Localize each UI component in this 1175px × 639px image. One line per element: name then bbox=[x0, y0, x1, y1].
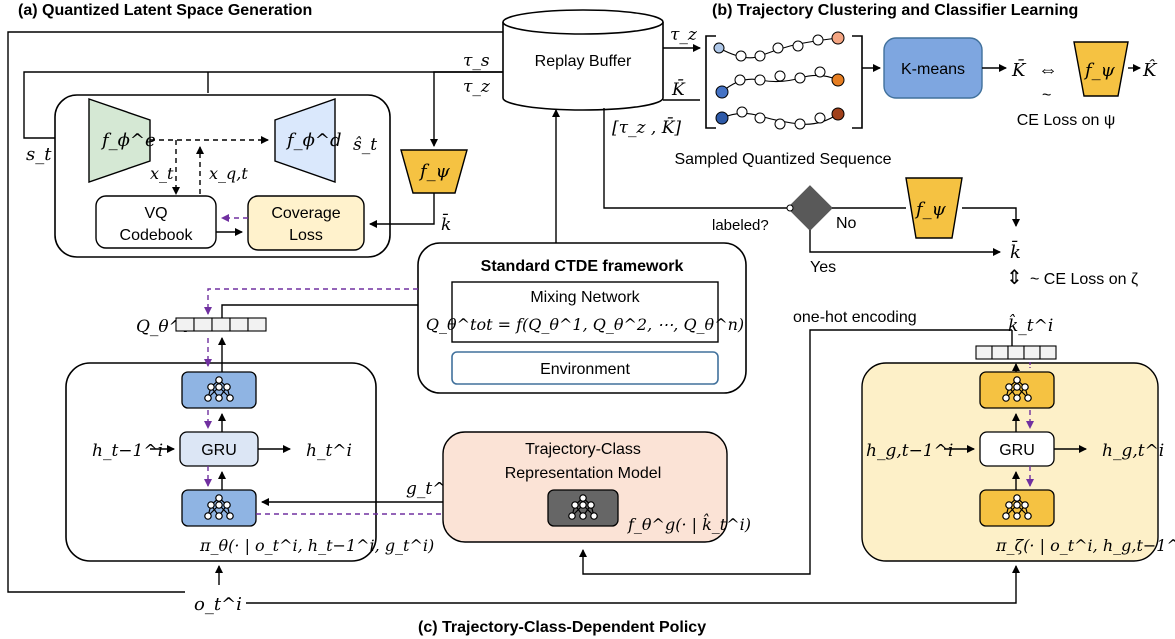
vq-codebook-line2: Codebook bbox=[120, 227, 194, 244]
labeled-decision bbox=[787, 185, 833, 231]
classifier-psi-c bbox=[905, 177, 963, 239]
replay-buffer: Replay Buffer bbox=[502, 9, 664, 111]
mixing-grad-arrow bbox=[204, 288, 418, 315]
equiv-arrow: ⇔ bbox=[1038, 59, 1058, 81]
k-bar-a-label: k̄ bbox=[441, 212, 451, 235]
psi-to-kbar-arrow bbox=[962, 207, 1020, 227]
trajectory-class-box bbox=[442, 431, 728, 543]
title-c: (c) Trajectory-Class-Dependent Policy bbox=[418, 619, 706, 636]
one-hot-label: one-hot encoding bbox=[793, 309, 917, 326]
mixing-formula: Q_θ^tot = f(Q_θ^1, Q_θ^2, ⋯, Q_θ^n) bbox=[426, 315, 744, 334]
decoder-label: f_ϕ^d bbox=[285, 130, 342, 151]
q-vector bbox=[175, 317, 267, 332]
K-bar-label: K̄ bbox=[1011, 58, 1027, 81]
k-hat-vector bbox=[975, 345, 1057, 360]
gru-theta-label: GRU bbox=[201, 442, 237, 459]
hg-t-label: h_g,t^i bbox=[1102, 441, 1164, 461]
psi-to-coverage-arrow bbox=[369, 193, 435, 228]
K-hat-label: K̂ bbox=[1142, 59, 1158, 81]
ce-loss-psi-label: CE Loss on ψ bbox=[1017, 112, 1116, 129]
title-a: (a) Quantized Latent Space Generation bbox=[18, 2, 312, 19]
tau-z-label: τ_z bbox=[463, 77, 491, 97]
tau-s-label: τ_s bbox=[463, 51, 490, 71]
classifier-psi-b bbox=[1073, 41, 1129, 97]
o-to-zeta-arrow bbox=[246, 565, 1020, 604]
f-psi-c-label: f_ψ bbox=[914, 199, 947, 220]
pi-theta-label: π_θ(· | o_t^i, h_t−1^i, g_t^i) bbox=[199, 536, 434, 555]
vq-dashed-arrows bbox=[150, 136, 269, 195]
Q-label: Q_θ^i bbox=[136, 317, 188, 337]
ce-loss-zeta-label: ~ CE Loss on ζ bbox=[1030, 271, 1138, 288]
encoder-block bbox=[88, 98, 151, 183]
title-b: (b) Trajectory Clustering and Classifier… bbox=[712, 2, 1078, 19]
kmeans-label: K-means bbox=[901, 61, 965, 78]
vq-codebook bbox=[95, 195, 217, 249]
approx-symbol: ~ bbox=[1042, 87, 1051, 104]
encoder-label: f_ϕ^e bbox=[100, 130, 156, 151]
tc-line2: Representation Model bbox=[505, 465, 662, 482]
x-t-label: x_t bbox=[150, 164, 174, 183]
sampled-sequence bbox=[705, 31, 863, 130]
h-prev-label: h_t−1^i bbox=[92, 441, 163, 461]
q-to-mixing-line bbox=[221, 304, 418, 318]
decision-yes-label: Yes bbox=[810, 259, 836, 276]
decoder-block bbox=[274, 98, 336, 183]
f-psi-a-label: f_ψ bbox=[418, 161, 451, 182]
environment-box bbox=[451, 351, 719, 385]
x-qt-label: x_q,t bbox=[209, 164, 248, 183]
s-hat-label: ŝ_t bbox=[353, 135, 377, 155]
mixing-network-label: Mixing Network bbox=[530, 289, 640, 306]
classifier-psi-a bbox=[400, 149, 468, 194]
k-bar-right-label: k̄ bbox=[1010, 239, 1021, 263]
kbar-rb-label: K̄ bbox=[671, 78, 686, 100]
o-t-label: o_t^i bbox=[194, 594, 242, 615]
coverage-line1: Coverage bbox=[271, 205, 340, 222]
sampled-sequence-label: Sampled Quantized Sequence bbox=[674, 151, 891, 168]
mixing-network-box bbox=[451, 281, 719, 343]
decision-no-label: No bbox=[836, 215, 857, 232]
ctde-title: Standard CTDE framework bbox=[481, 258, 684, 275]
g-t-label: g_t^i bbox=[406, 479, 452, 499]
coverage-line2: Loss bbox=[289, 227, 323, 244]
vq-codebook-line1: VQ bbox=[144, 205, 167, 222]
replay-buffer-label: Replay Buffer bbox=[535, 53, 632, 70]
tc-line1: Trajectory-Class bbox=[525, 441, 641, 458]
h-t-label: h_t^i bbox=[306, 441, 352, 461]
coverage-loss-box bbox=[247, 195, 365, 251]
tau-kbar-label: [τ_z , K̄] bbox=[612, 116, 681, 138]
gru-zeta-label: GRU bbox=[999, 442, 1035, 459]
environment-label: Environment bbox=[540, 361, 630, 378]
labeled-question: labeled? bbox=[712, 217, 769, 234]
one-hot-path bbox=[579, 329, 1012, 575]
f-psi-b-label: f_ψ bbox=[1083, 60, 1116, 81]
tau-z-top-label: τ_z bbox=[670, 25, 698, 45]
s-t-label: s_t bbox=[26, 144, 52, 165]
k-hat-label: k̂_t^i bbox=[1008, 314, 1053, 336]
updown-arrow: ⇕ bbox=[1006, 267, 1023, 289]
f-g-label: f_θ^g(· | k̂_t^i) bbox=[627, 514, 751, 534]
hg-prev-label: h_g,t−1^i bbox=[866, 441, 953, 461]
pi-zeta-label: π_ζ(· | o_t^i, h_g,t−1^i) bbox=[995, 536, 1175, 555]
decision-yes-arrow bbox=[809, 230, 1001, 256]
